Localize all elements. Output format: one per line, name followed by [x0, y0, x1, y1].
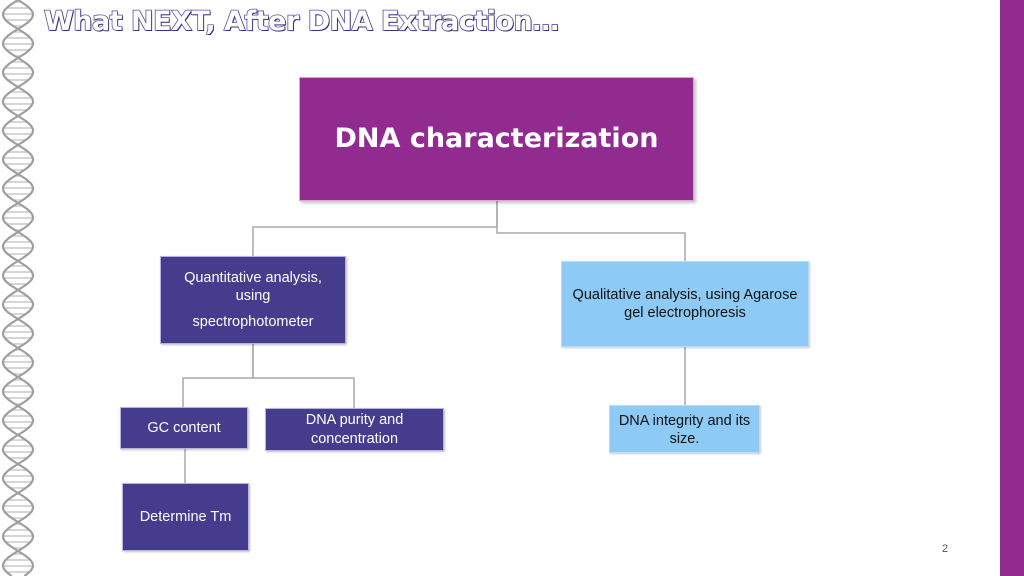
integrity-line-2: size.	[669, 431, 700, 448]
qual-line-2: gel electrophoresis	[624, 305, 746, 321]
dna-integrity-box: DNA integrity and its size.	[609, 405, 760, 453]
quantitative-analysis-box: Quantitative analysis, using spectrophot…	[160, 256, 346, 344]
gc-content-box: GC content	[120, 407, 248, 449]
dna-characterization-box: DNA characterization	[299, 77, 694, 201]
dna-purity-box: DNA purity and concentration	[265, 408, 444, 451]
determine-tm-box: Determine Tm	[122, 483, 249, 551]
connector-root-quant	[252, 201, 498, 256]
connector-root-qual	[496, 201, 686, 261]
purity-line-1: DNA purity and	[305, 412, 404, 429]
root-label: DNA characterization	[334, 123, 659, 155]
purity-line-2: concentration	[310, 430, 399, 447]
accent-bar	[1000, 0, 1024, 576]
dna-helix-icon	[1, 0, 35, 576]
integrity-line-1: DNA integrity and its	[618, 413, 751, 429]
quant-line-1: Quantitative analysis,	[184, 269, 322, 286]
page-number: 2	[942, 543, 949, 555]
quant-line-2: using	[235, 287, 271, 304]
gc-content-label: GC content	[147, 419, 221, 436]
qual-line-1: Qualitative analysis, using Agarose	[572, 286, 798, 303]
connector-quant-purity	[252, 344, 355, 408]
slide-title: What NEXT, After DNA Extraction…	[43, 5, 560, 38]
determine-tm-label: Determine Tm	[139, 508, 232, 525]
connector-quant-gc	[182, 344, 254, 407]
quant-line-3: spectrophotometer	[192, 314, 314, 331]
qualitative-analysis-box: Qualitative analysis, using Agarose gel …	[561, 261, 809, 347]
